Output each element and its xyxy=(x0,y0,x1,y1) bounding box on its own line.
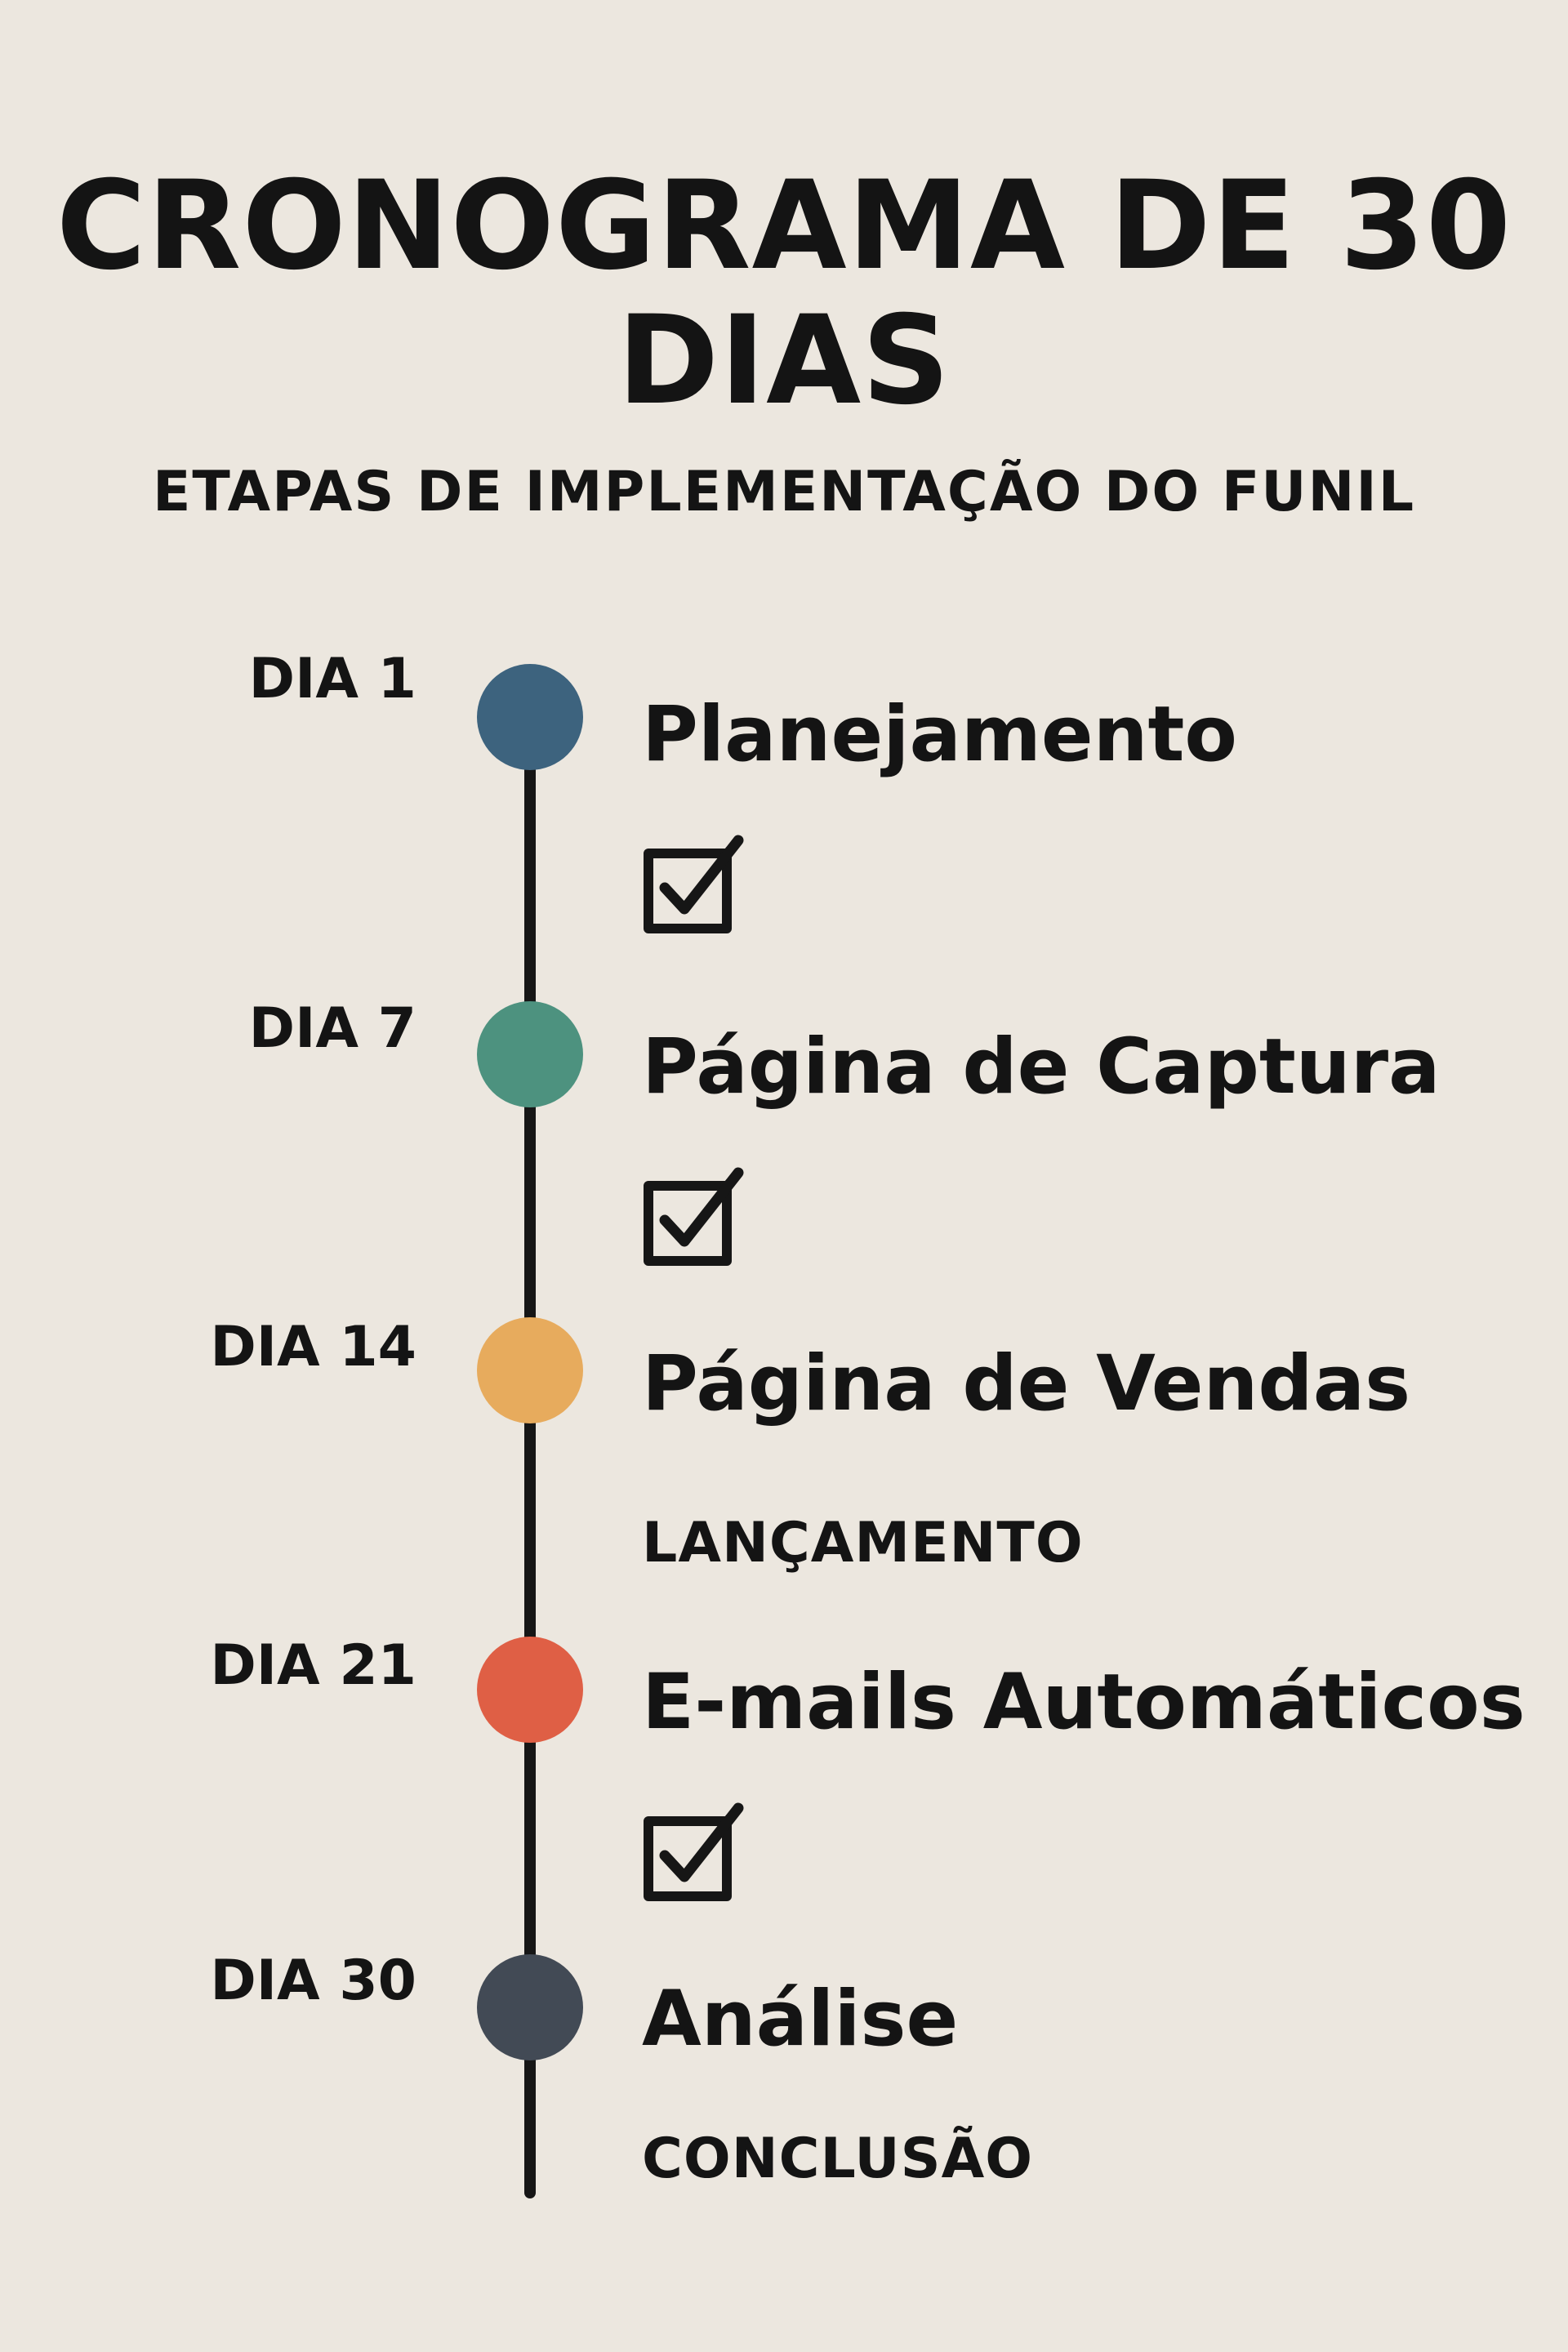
stage-label-3: Página de Vendas xyxy=(642,1339,1411,1428)
milestone-dot-5 xyxy=(477,1954,583,2060)
day-label-1: DIA 1 xyxy=(248,647,416,711)
note-conclusao: CONCLUSÃO xyxy=(642,2127,1034,2191)
milestone-dot-3 xyxy=(477,1317,583,1423)
stage-label-5: Análise xyxy=(642,1975,959,2064)
stage-label-4: E-mails Automáticos xyxy=(642,1658,1526,1747)
page-subtitle: ETAPAS DE IMPLEMENTAÇÃO DO FUNIL xyxy=(152,460,1416,524)
title-line-2: DIAS xyxy=(617,290,951,432)
day-label-5: DIA 30 xyxy=(210,1949,416,2013)
checkbox-checked-icon xyxy=(644,835,744,933)
stage-label-2: Página de Captura xyxy=(642,1022,1441,1111)
checkbox-checked-icon xyxy=(644,1802,744,1901)
page-title: CRONOGRAMA DE 30 DIAS xyxy=(0,159,1568,429)
title-line-1: CRONOGRAMA DE 30 xyxy=(56,155,1512,297)
checkbox-checked-icon xyxy=(644,1167,744,1266)
stage-label-1: Planejamento xyxy=(642,690,1238,779)
milestone-dot-1 xyxy=(477,664,583,770)
day-label-2: DIA 7 xyxy=(248,996,416,1061)
milestone-dot-2 xyxy=(477,1001,583,1107)
note-lancamento: LANÇAMENTO xyxy=(642,1511,1084,1575)
milestone-dot-4 xyxy=(477,1637,583,1743)
day-label-3: DIA 14 xyxy=(210,1315,416,1379)
day-label-4: DIA 21 xyxy=(210,1633,416,1698)
